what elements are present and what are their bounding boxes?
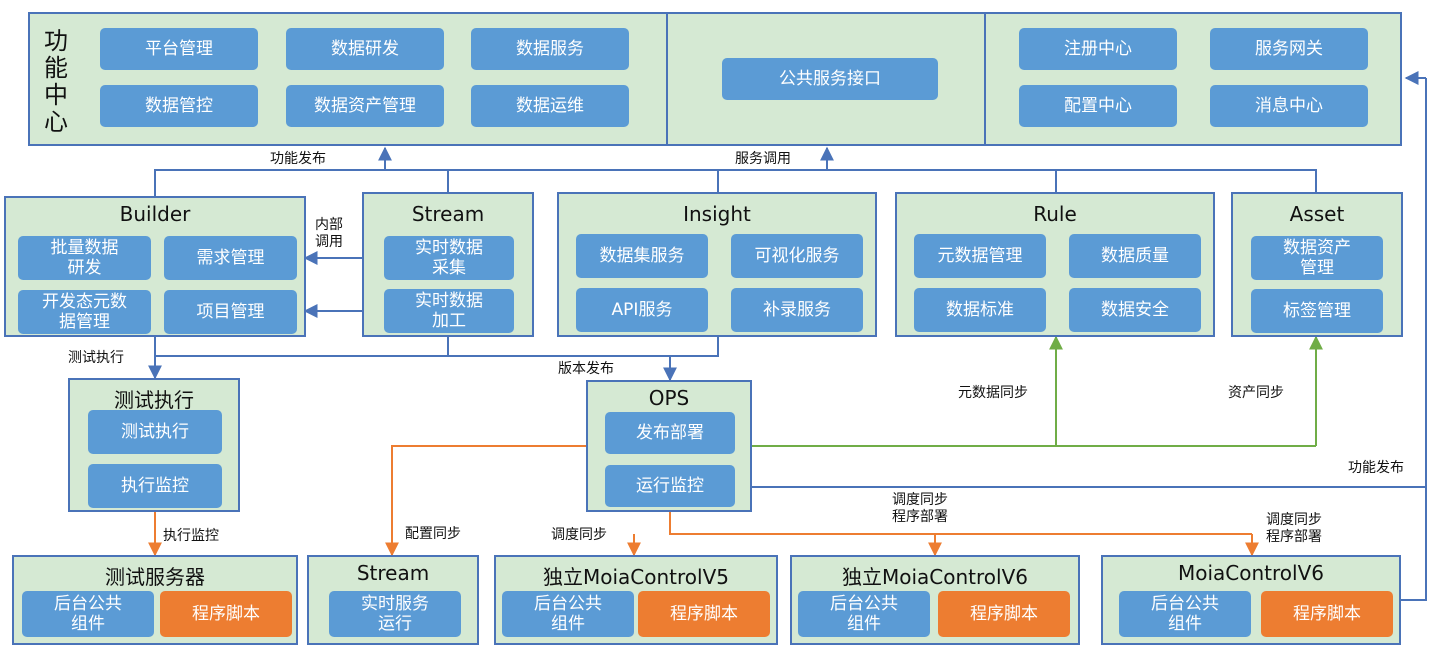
api-service-button[interactable]: API服务 (576, 288, 708, 332)
asset-title: Asset (1289, 202, 1345, 226)
registry-panel: 注册中心 服务网关 配置中心 消息中心 (984, 12, 1402, 146)
run-monitor-button[interactable]: 运行监控 (605, 465, 735, 507)
asset-panel: Asset 数据资产 管理 标签管理 (1231, 192, 1403, 337)
label-service-call: 服务调用 (735, 151, 791, 167)
data-asset-management-button[interactable]: 数据资产管理 (286, 85, 444, 127)
label-exec-monitor: 执行监控 (163, 528, 219, 544)
moia-v6-script-button[interactable]: 程序脚本 (1261, 591, 1393, 637)
test-exec-button[interactable]: 测试执行 (88, 410, 222, 454)
builder-title: Builder (119, 202, 191, 226)
moia-v5-panel: 独立MoiaControlV5 后台公共 组件 程序脚本 (494, 555, 778, 645)
label-func-publish-top: 功能发布 (270, 151, 326, 167)
rule-title: Rule (1033, 202, 1077, 226)
moia-v6-title: MoiaControlV6 (1177, 561, 1324, 585)
data-control-button[interactable]: 数据管控 (100, 85, 258, 127)
moia-v6-independent-title: 独立MoiaControlV6 (841, 565, 1028, 589)
stream-bottom-panel: Stream 实时服务 运行 (307, 555, 479, 645)
tag-management-button[interactable]: 标签管理 (1251, 289, 1383, 333)
moia-v6-ind-script-button[interactable]: 程序脚本 (938, 591, 1070, 637)
data-standard-button[interactable]: 数据标准 (914, 288, 1046, 332)
test-exec-panel: 测试执行 测试执行 执行监控 (68, 378, 240, 512)
realtime-service-run-button[interactable]: 实时服务 运行 (329, 591, 461, 637)
realtime-collect-button[interactable]: 实时数据 采集 (384, 236, 514, 280)
config-center-button[interactable]: 配置中心 (1019, 85, 1177, 127)
label-schedule-sync: 调度同步 (551, 527, 607, 543)
moia-v6-panel: MoiaControlV6 后台公共 组件 程序脚本 (1101, 555, 1401, 645)
insight-title: Insight (683, 202, 751, 226)
data-asset-management-item-button[interactable]: 数据资产 管理 (1251, 236, 1383, 280)
line-func-publish-bus (154, 169, 1317, 196)
label-asset-sync: 资产同步 (1228, 385, 1284, 401)
message-center-button[interactable]: 消息中心 (1210, 85, 1368, 127)
platform-management-button[interactable]: 平台管理 (100, 28, 258, 70)
label-schedule-deploy-right: 调度同步 程序部署 (1266, 512, 1322, 545)
ops-panel: OPS 发布部署 运行监控 (586, 380, 752, 512)
data-development-button[interactable]: 数据研发 (286, 28, 444, 70)
supplement-service-button[interactable]: 补录服务 (731, 288, 863, 332)
moia-v5-title: 独立MoiaControlV5 (542, 565, 729, 589)
batch-data-dev-button[interactable]: 批量数据 研发 (18, 236, 151, 280)
label-config-sync: 配置同步 (405, 526, 461, 542)
stream-bottom-title: Stream (356, 561, 430, 585)
label-internal-call: 内部 调用 (315, 217, 343, 250)
moia-v6-ind-common-component-button[interactable]: 后台公共 组件 (798, 591, 930, 637)
data-quality-button[interactable]: 数据质量 (1069, 234, 1201, 278)
dev-metadata-management-button[interactable]: 开发态元数 据管理 (18, 290, 151, 334)
rule-panel: Rule 元数据管理 数据质量 数据标准 数据安全 (895, 192, 1215, 337)
function-center-panel: 功能中心 平台管理 数据研发 数据服务 数据管控 数据资产管理 数据运维 (28, 12, 668, 146)
test-server-panel: 测试服务器 后台公共 组件 程序脚本 (12, 555, 298, 645)
exec-monitor-button[interactable]: 执行监控 (88, 464, 222, 508)
line-moia-v6-right (1401, 487, 1427, 601)
visualization-service-button[interactable]: 可视化服务 (731, 234, 863, 278)
test-server-common-component-button[interactable]: 后台公共 组件 (22, 591, 154, 637)
publish-deploy-button[interactable]: 发布部署 (605, 412, 735, 454)
service-gateway-button[interactable]: 服务网关 (1210, 28, 1368, 70)
stream-top-panel: Stream 实时数据 采集 实时数据 加工 (362, 192, 534, 337)
ops-title: OPS (648, 386, 690, 410)
function-center-title: 功能中心 (44, 27, 68, 136)
test-server-title: 测试服务器 (105, 565, 205, 589)
arrow-config-sync (385, 445, 586, 557)
metadata-management-button[interactable]: 元数据管理 (914, 234, 1046, 278)
moia-v5-script-button[interactable]: 程序脚本 (638, 591, 770, 637)
stream-top-title: Stream (411, 202, 485, 226)
label-test-exec: 测试执行 (68, 350, 124, 366)
test-exec-title: 测试执行 (114, 388, 194, 412)
label-version-publish: 版本发布 (558, 361, 614, 377)
moia-v6-independent-panel: 独立MoiaControlV6 后台公共 组件 程序脚本 (790, 555, 1080, 645)
requirement-management-button[interactable]: 需求管理 (164, 236, 297, 280)
dataset-service-button[interactable]: 数据集服务 (576, 234, 708, 278)
public-service-api-button[interactable]: 公共服务接口 (722, 58, 938, 100)
data-ops-button[interactable]: 数据运维 (471, 85, 629, 127)
label-meta-sync: 元数据同步 (958, 385, 1028, 401)
moia-v5-common-component-button[interactable]: 后台公共 组件 (502, 591, 634, 637)
builder-panel: Builder 批量数据 研发 需求管理 开发态元数 据管理 项目管理 (4, 196, 306, 337)
data-security-button[interactable]: 数据安全 (1069, 288, 1201, 332)
line-version-bus (154, 337, 719, 357)
line-ops-down (669, 512, 1252, 535)
registry-center-button[interactable]: 注册中心 (1019, 28, 1177, 70)
data-service-button[interactable]: 数据服务 (471, 28, 629, 70)
moia-v6-common-component-button[interactable]: 后台公共 组件 (1119, 591, 1251, 637)
label-schedule-deploy-mid: 调度同步 程序部署 (892, 492, 948, 525)
insight-panel: Insight 数据集服务 可视化服务 API服务 补录服务 (557, 192, 877, 337)
test-server-script-button[interactable]: 程序脚本 (160, 591, 292, 637)
project-management-button[interactable]: 项目管理 (164, 290, 297, 334)
public-api-panel: 公共服务接口 (666, 12, 986, 146)
realtime-process-button[interactable]: 实时数据 加工 (384, 289, 514, 333)
label-func-publish-right: 功能发布 (1348, 460, 1404, 476)
